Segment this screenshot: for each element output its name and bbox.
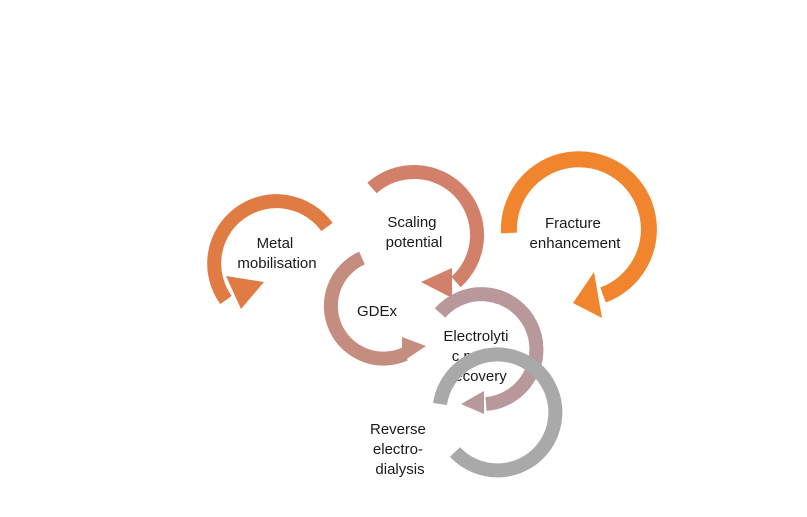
cycle-arrow-head <box>573 272 602 318</box>
cycle-arrow-ring <box>207 194 333 305</box>
cycle-label-metal-mobilisation: Metal mobilisation <box>237 235 316 272</box>
cycle-arrow-head <box>421 268 452 298</box>
cycle-gdex: GDEx <box>323 251 426 366</box>
cycle-arrow-head <box>461 391 484 414</box>
cycle-label-gdex: GDEx <box>357 303 398 320</box>
cycle-label-fracture-enhancement: Fracture enhancement <box>530 215 622 252</box>
cycle-reverse-electrodialysis: Reverse electro- dialysis <box>370 347 563 478</box>
cycle-label-scaling-potential: Scaling potential <box>386 214 443 251</box>
cycle-scaling-potential: Scaling potential <box>367 164 485 298</box>
cycle-arrow-head <box>226 276 264 309</box>
cycle-fracture-enhancement: Fracture enhancement <box>500 151 657 318</box>
cycle-arrow-ring <box>500 151 657 303</box>
cycle-arrow-head <box>402 337 426 362</box>
cycle-arrow-ring <box>433 347 563 478</box>
cycle-label-reverse-electrodialysis: Reverse electro- dialysis <box>370 421 430 478</box>
cycle-metal-mobilisation: Metal mobilisation <box>207 194 333 309</box>
cycle-arrow-ring <box>323 251 408 366</box>
cycle-arrow-ring <box>434 287 544 411</box>
cycle-arrow-ring <box>367 164 485 288</box>
